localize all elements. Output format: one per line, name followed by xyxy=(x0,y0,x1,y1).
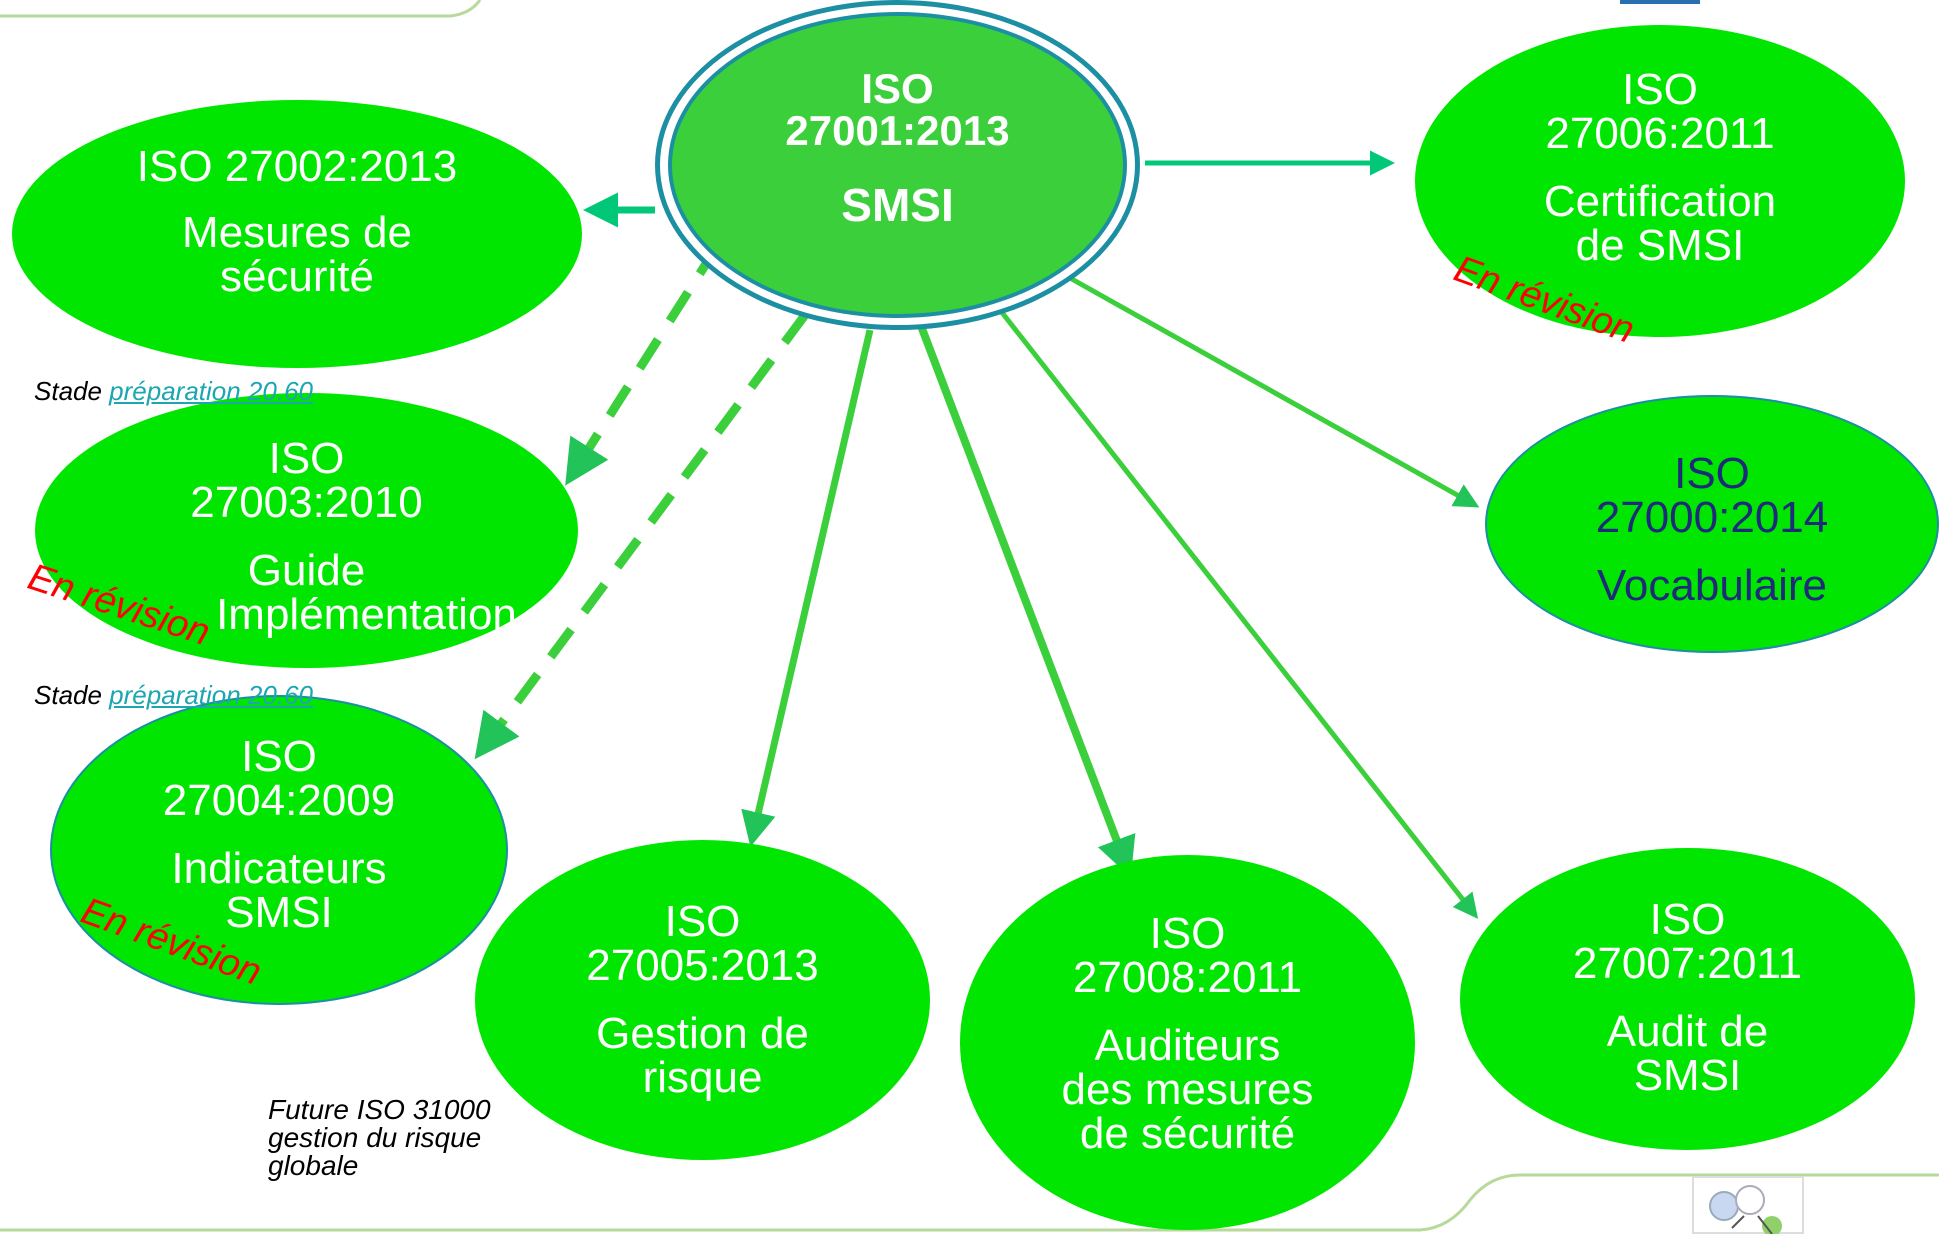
node-iso27003 xyxy=(35,393,578,668)
iso27008-line2: 27008:2011 xyxy=(1072,953,1303,1002)
center-node-label: ISO 27001:2013 SMSI xyxy=(668,65,1127,231)
future-iso31000-note: Future ISO 31000 gestion du risque globa… xyxy=(268,1096,491,1180)
node-iso27000 xyxy=(1485,395,1939,653)
iso27007-line3: Audit de xyxy=(1606,1007,1769,1056)
iso27007-line4: SMSI xyxy=(1633,1051,1742,1100)
iso27007-line2: 27007:2011 xyxy=(1572,939,1803,988)
node-iso27008-label: ISO 27008:2011 Auditeurs des mesures de … xyxy=(960,912,1415,1156)
future-note-line1: Future ISO 31000 xyxy=(268,1094,491,1125)
node-iso27000-label: ISO 27000:2014 Vocabulaire xyxy=(1485,452,1939,608)
iso27004-line1: ISO xyxy=(241,732,317,781)
arrow-to-27008 xyxy=(914,316,1136,878)
future-note-line2: gestion du risque xyxy=(268,1122,482,1153)
arrow-to-27007 xyxy=(998,308,1479,919)
logo-icon xyxy=(1692,1176,1804,1234)
iso27006-line2: 27006:2011 xyxy=(1545,109,1775,158)
center-line2: 27001:2013 xyxy=(785,107,1010,154)
future-note-line3: globale xyxy=(268,1150,359,1181)
node-iso27006 xyxy=(1415,25,1905,337)
iso27006-line1: ISO xyxy=(1622,65,1698,114)
node-iso27005-label: ISO 27005:2013 Gestion de risque xyxy=(475,900,930,1100)
iso27006-line3: Certification xyxy=(1543,177,1777,226)
arrow-to-27004 xyxy=(474,312,809,760)
iso27002-line3: sécurité xyxy=(219,252,375,301)
node-iso27007-label: ISO 27007:2011 Audit de SMSI xyxy=(1460,898,1915,1098)
iso27004-line4: SMSI xyxy=(225,888,333,937)
iso27003-line3: Guide xyxy=(247,546,366,595)
iso27005-line2: 27005:2013 xyxy=(586,941,819,990)
iso27002-line2: Mesures de xyxy=(182,208,412,257)
iso27003-line4: Implémentation xyxy=(216,590,517,639)
iso27004-line2: 27004:2009 xyxy=(162,776,396,825)
iso27008-line4: des mesures xyxy=(1061,1065,1314,1114)
node-iso27002 xyxy=(12,100,582,368)
iso27004-line3: Indicateurs xyxy=(171,844,387,893)
iso27005-line1: ISO xyxy=(664,897,741,946)
arrow-to-27000 xyxy=(1068,275,1480,508)
center-line3: SMSI xyxy=(841,179,954,231)
center-line1: ISO xyxy=(861,65,934,112)
stage-note-2-prefix: Stade xyxy=(34,680,110,710)
node-iso27002-label: ISO 27002:2013 Mesures de sécurité xyxy=(12,145,582,299)
iso27005-line3: Gestion de xyxy=(596,1009,809,1058)
stage-note-1: Stade préparation 20.60 xyxy=(34,376,313,407)
stage-note-1-link[interactable]: préparation 20.60 xyxy=(109,376,313,406)
node-iso27004-label: ISO 27004:2009 Indicateurs SMSI xyxy=(50,735,508,935)
stage-note-2-link[interactable]: préparation 20.60 xyxy=(109,680,313,710)
node-iso27006-label: ISO 27006:2011 Certification de SMSI xyxy=(1415,68,1905,268)
arrow-to-27005 xyxy=(741,329,874,847)
iso27000-line3: Vocabulaire xyxy=(1597,561,1827,610)
iso27002-line1: ISO 27002:2013 xyxy=(136,142,458,191)
iso27008-line3: Auditeurs xyxy=(1094,1021,1281,1070)
node-iso27008 xyxy=(960,855,1415,1230)
iso27003-line1: ISO xyxy=(268,434,345,483)
iso27006-line4: de SMSI xyxy=(1575,221,1745,270)
arrow-to-27003 xyxy=(565,242,722,486)
iso27005-line4: risque xyxy=(642,1053,763,1102)
stage-note-2: Stade préparation 20.60 xyxy=(34,680,313,711)
iso27000-line1: ISO xyxy=(1674,449,1750,498)
node-iso27003-label: ISO 27003:2010 Guide Implémentation xyxy=(35,437,578,637)
node-iso27007 xyxy=(1460,848,1915,1150)
node-iso27004 xyxy=(50,695,508,1005)
iso27003-line2: 27003:2010 xyxy=(190,478,423,527)
stage-note-1-prefix: Stade xyxy=(34,376,110,406)
iso27008-line1: ISO xyxy=(1149,909,1226,958)
center-node xyxy=(668,12,1127,318)
iso27007-line1: ISO xyxy=(1649,895,1726,944)
node-iso27005 xyxy=(475,840,930,1160)
iso27000-line2: 27000:2014 xyxy=(1595,493,1829,542)
iso27008-line5: de sécurité xyxy=(1079,1109,1296,1158)
